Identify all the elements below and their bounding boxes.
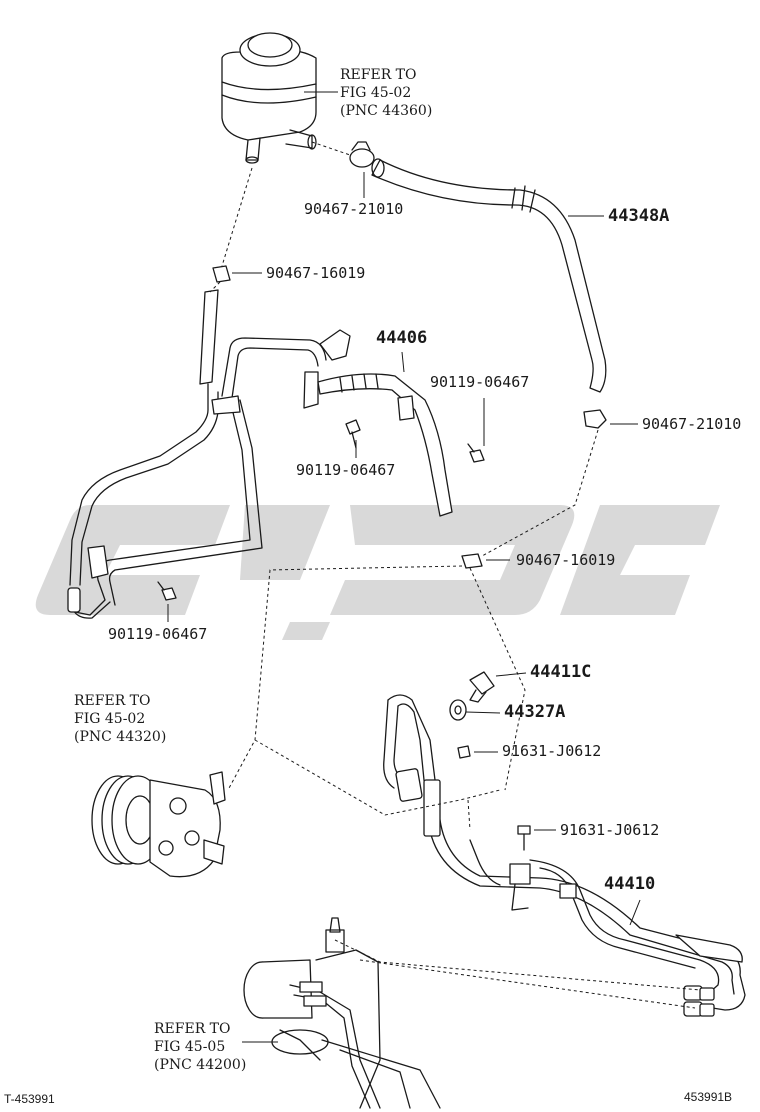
label-91631-j0612-lower: 91631-J0612	[560, 821, 660, 839]
reference-note-steering-gear: REFER TO FIG 45-05 (PNC 44200)	[154, 1021, 247, 1073]
clamp-90467-16019-mid	[461, 553, 483, 569]
label-44410: 44410	[604, 874, 656, 894]
label-44411c: 44411C	[530, 662, 592, 682]
clamp-90467-16019-top	[212, 265, 231, 283]
union-bolt-44411c	[469, 671, 495, 703]
watermark-logo	[35, 505, 720, 640]
pressure-tube	[383, 694, 746, 1017]
reference-note-pump: REFER TO FIG 45-02 (PNC 44320)	[74, 693, 167, 745]
label-44327a: 44327A	[504, 702, 566, 722]
return-hose	[371, 158, 607, 393]
clamp-90467-21010-right	[583, 409, 607, 429]
gasket-44327a	[449, 699, 467, 721]
label-90119-06467-right: 90119-06467	[430, 373, 530, 391]
steering-gear	[243, 917, 441, 1109]
pump	[91, 771, 226, 878]
label-44406: 44406	[376, 328, 428, 348]
bolt-91631-j0612-lower	[517, 825, 531, 851]
label-90119-06467-center: 90119-06467	[296, 461, 396, 479]
reference-note-reservoir: REFER TO FIG 45-02 (PNC 44360)	[340, 67, 433, 119]
label-90119-06467-left: 90119-06467	[108, 625, 208, 643]
label-44348a: 44348A	[608, 206, 670, 226]
label-90467-16019-mid: 90467-16019	[516, 551, 616, 569]
suction-pipe	[67, 289, 453, 619]
label-90467-21010-top: 90467-21010	[304, 200, 404, 218]
bolt-90119-06467-left	[157, 581, 177, 601]
bolt-90119-06467-center	[345, 419, 361, 449]
clamp-90467-21010-top	[349, 141, 375, 168]
bolt-90119-06467-right	[467, 443, 485, 463]
reservoir-tank	[221, 32, 317, 164]
label-90467-21010-right: 90467-21010	[642, 415, 742, 433]
assembly-dashed-lines	[209, 141, 701, 1009]
bolt-91631-j0612-upper	[457, 745, 471, 759]
footer-figure-id: 453991B	[684, 1090, 733, 1104]
label-90467-16019-top: 90467-16019	[266, 264, 366, 282]
leader-lines	[167, 91, 641, 1043]
footer-illustration-id: T-453991	[4, 1092, 55, 1106]
label-91631-j0612-upper: 91631-J0612	[502, 742, 602, 760]
